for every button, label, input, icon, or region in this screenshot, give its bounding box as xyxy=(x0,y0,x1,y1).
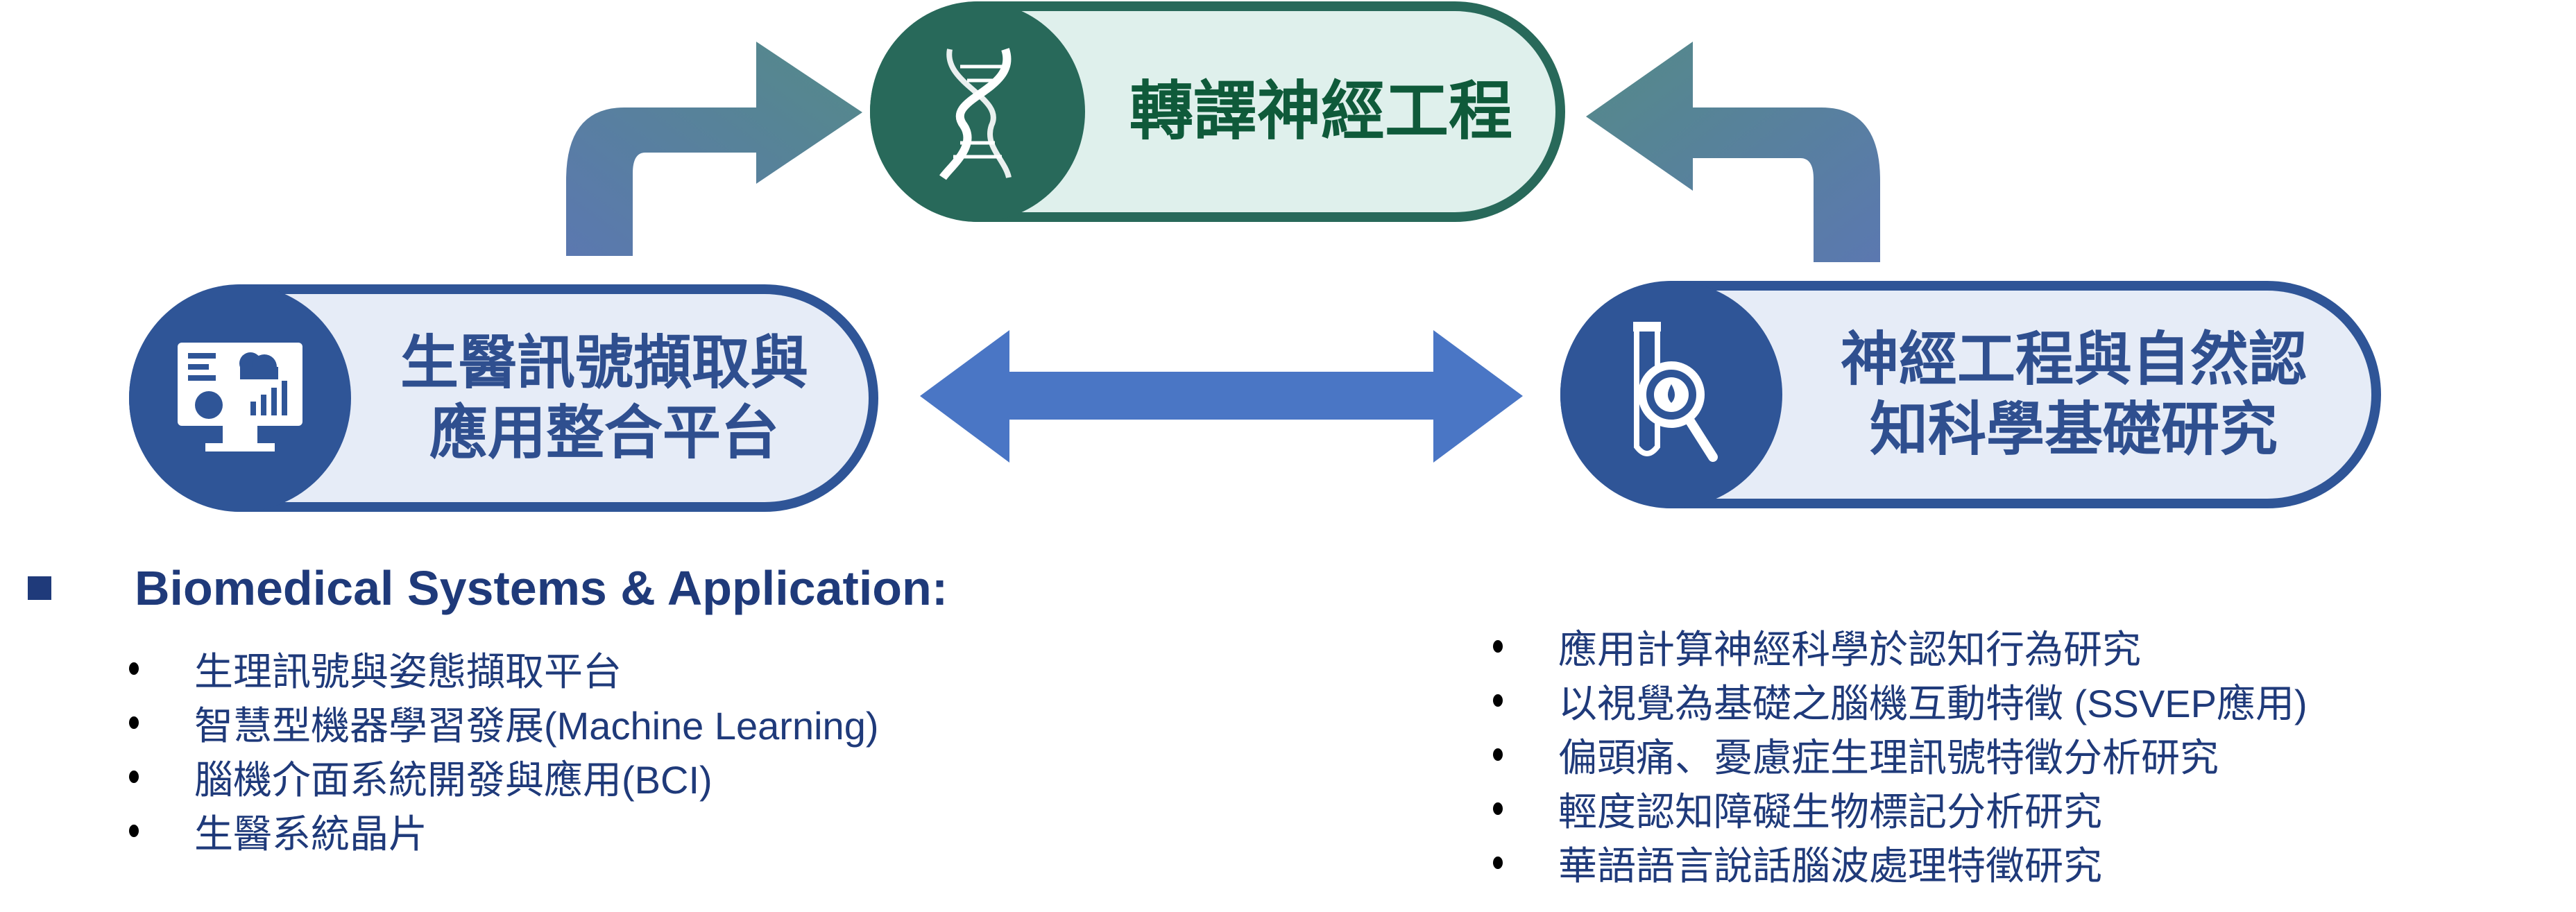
monitor-chart-icon xyxy=(129,284,351,512)
dna-icon xyxy=(870,1,1085,222)
list-item: 應用計算神經科學於認知行為研究 xyxy=(1493,619,2308,673)
bullet-icon xyxy=(129,662,139,675)
test-tube-magnifier-icon xyxy=(1560,281,1782,508)
left-item-list: 生理訊號與姿態擷取平台 智慧型機器學習發展(Machine Learning) … xyxy=(129,642,878,858)
bullet-icon xyxy=(1493,802,1503,815)
node-label-line1: 神經工程與自然認 xyxy=(1840,327,2307,393)
node-biomedical-platform: 生醫訊號擷取與 應用整合平台 xyxy=(129,284,878,512)
node-label-line1: 生醫訊號擷取與 xyxy=(400,330,808,396)
connector-arrows xyxy=(566,42,1880,463)
node-neuro-cognitive-research: 神經工程與自然認 知科學基礎研究 xyxy=(1560,281,2381,508)
node-label-line2: 應用整合平台 xyxy=(429,400,779,465)
list-item: 腦機介面系統開發與應用(BCI) xyxy=(129,750,878,804)
list-item: 華語語言說話腦波處理特徵研究 xyxy=(1493,836,2308,890)
item-text: 生理訊號與姿態擷取平台 xyxy=(194,649,622,694)
bullet-icon xyxy=(1493,640,1503,653)
bullet-icon xyxy=(1493,694,1503,707)
node-label: 轉譯神經工程 xyxy=(1129,76,1512,147)
bullet-icon xyxy=(1493,857,1503,869)
list-item: 智慧型機器學習發展(Machine Learning) xyxy=(129,696,878,750)
item-text: 智慧型機器學習發展(Machine Learning) xyxy=(194,703,879,748)
bullet-icon xyxy=(129,771,139,783)
node-translational-neuroengineering: 轉譯神經工程 xyxy=(870,1,1565,222)
item-text: 華語語言說話腦波處理特徵研究 xyxy=(1558,843,2102,888)
list-item: 偏頭痛、憂慮症生理訊號特徵分析研究 xyxy=(1493,728,2308,782)
item-text: 輕度認知障礙生物標記分析研究 xyxy=(1558,789,2102,834)
list-item: 以視覺為基礎之腦機互動特徵 (SSVEP應用) xyxy=(1493,673,2308,728)
bent-arrow-right xyxy=(1586,42,1880,262)
list-item: 輕度認知障礙生物標記分析研究 xyxy=(1493,782,2308,836)
item-text: 腦機介面系統開發與應用(BCI) xyxy=(194,757,713,802)
item-text: 以視覺為基礎之腦機互動特徵 (SSVEP應用) xyxy=(1558,681,2308,725)
bullet-icon xyxy=(129,825,139,837)
item-text: 應用計算神經科學於認知行為研究 xyxy=(1558,627,2141,671)
square-bullet-icon xyxy=(28,576,51,600)
list-item: 生理訊號與姿態擷取平台 xyxy=(129,642,878,696)
bullet-icon xyxy=(1493,748,1503,761)
heading-text: Biomedical Systems & Application: xyxy=(135,561,948,615)
bent-arrow-left xyxy=(566,42,862,256)
list-item: 生醫系統晶片 xyxy=(129,804,878,858)
node-label-line2: 知科學基礎研究 xyxy=(1869,397,2278,462)
double-arrow xyxy=(920,330,1523,463)
section-heading: Biomedical Systems & Application: xyxy=(28,560,948,616)
right-item-list: 應用計算神經科學於認知行為研究 以視覺為基礎之腦機互動特徵 (SSVEP應用) … xyxy=(1493,619,2308,890)
item-text: 偏頭痛、憂慮症生理訊號特徵分析研究 xyxy=(1558,735,2219,780)
bullet-icon xyxy=(129,716,139,729)
item-text: 生醫系統晶片 xyxy=(194,811,427,856)
